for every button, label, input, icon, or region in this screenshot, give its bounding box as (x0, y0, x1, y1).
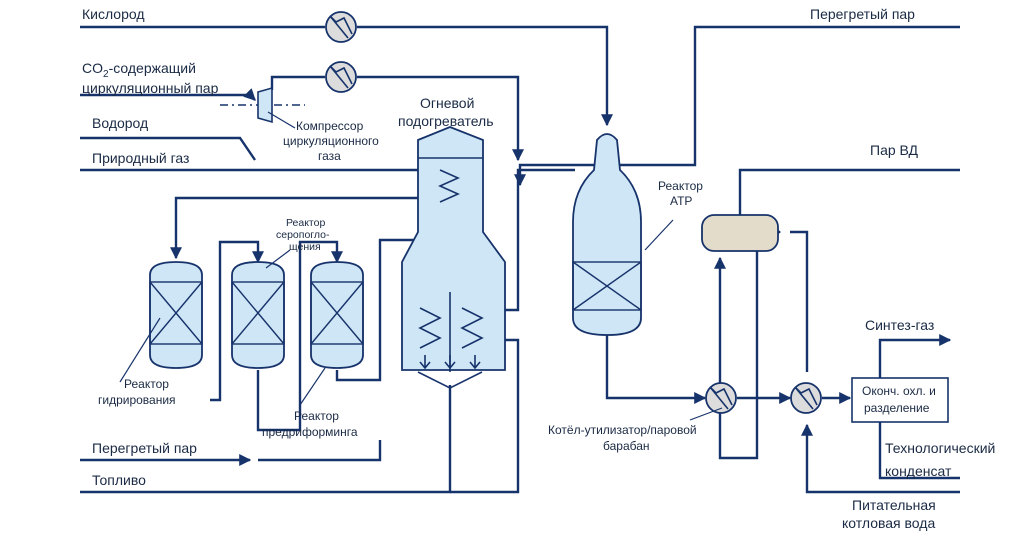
pipe-desulf-to-prereform (256, 240, 343, 432)
label-syngas: Синтез-газ (865, 317, 934, 333)
label-pointers (119, 111, 723, 421)
pipe-bfw (801, 423, 960, 494)
label-cooler-1: Оконч. охл. и (862, 384, 936, 398)
label-compressor-2: циркуляционного (283, 134, 379, 148)
label-compressor-3: газа (318, 149, 341, 163)
label-hp-steam: Пар ВД (870, 142, 919, 158)
pipe-syngas (878, 334, 952, 385)
heat-exchanger-co2 (325, 61, 357, 93)
separation-box (851, 377, 949, 423)
label-boiler-2: барабан (603, 439, 650, 453)
label-cooler-2: разделение (864, 401, 930, 415)
atr-reactor (572, 133, 642, 336)
pipe-bfw-to-drum (790, 230, 809, 372)
pipe-steam-coil (450, 338, 520, 494)
waste-heat-boiler (705, 382, 737, 414)
label-hydro-2: гидрирования (98, 393, 176, 407)
label-hydrogen: Водород (92, 115, 148, 131)
pipe-steam-up (258, 440, 382, 462)
pipe-superheated-steam-top (514, 25, 960, 187)
label-fuel: Топливо (92, 472, 146, 488)
label-desulf-3: щения (289, 241, 321, 253)
pipe-hydrogen (80, 136, 256, 161)
pipe-condensate (878, 420, 960, 480)
label-superheated-steam-top: Перегретый пар (810, 6, 915, 22)
compressor (257, 86, 273, 124)
label-boiler-1: Котёл-утилизатор/паровой (548, 423, 697, 437)
pipe-co2-circ (80, 88, 256, 101)
label-hydro-1: Реактор (124, 377, 169, 391)
pipe-compressor-out (270, 75, 518, 160)
pipes (80, 25, 960, 494)
label-condensate-1: Технологический (885, 440, 995, 456)
hydrogenation-reactor (149, 261, 203, 369)
label-atr-1: Реактор (658, 179, 703, 193)
desulfurization-reactor (231, 261, 285, 369)
label-fired-heater-2: подогреватель (398, 113, 494, 129)
label-atr-2: АТР (670, 194, 692, 208)
steam-drum (701, 214, 779, 252)
prereformer-reactor (310, 261, 364, 369)
label-compressor-1: Компрессор (296, 119, 364, 133)
pipe-drum-return (718, 226, 782, 460)
label-condensate-2: конденсат (885, 463, 952, 479)
final-cooler-exchanger (790, 382, 822, 414)
pipe-atr-to-boiler (605, 335, 707, 404)
pipe-hp-steam (738, 168, 960, 215)
label-desulf-2: серопогло- (276, 229, 330, 241)
heat-exchanger-oxygen (325, 11, 357, 43)
label-co2-line2: циркуляционный пар (82, 80, 219, 96)
label-oxygen: Кислород (82, 6, 145, 22)
label-fired-heater-1: Огневой (420, 95, 474, 111)
label-bfw-2: котловая вода (842, 515, 935, 531)
label-co2-line1: CO2-содержащий (82, 60, 196, 80)
pipe-oxygen (80, 25, 607, 125)
label-prereform-1: Реактор (294, 409, 339, 423)
label-desulf-1: Реактор (286, 217, 325, 229)
label-prereform-2: предриформинга (262, 425, 358, 439)
pipe-hydro-to-desulf (210, 240, 264, 402)
label-superheated-steam-left: Перегретый пар (92, 440, 197, 456)
label-natural-gas: Природный газ (92, 150, 189, 166)
label-bfw-1: Питательная (852, 497, 936, 513)
fired-heater (401, 126, 506, 389)
